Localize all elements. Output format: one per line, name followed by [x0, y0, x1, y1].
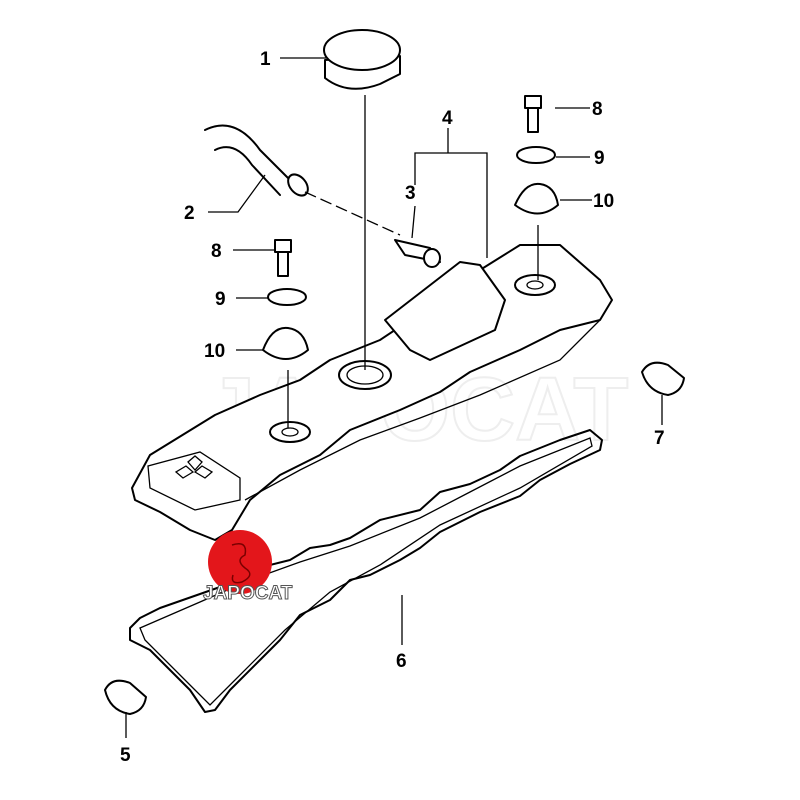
plug: [394, 239, 441, 268]
breather-hose: [204, 124, 401, 236]
bolt-right: [524, 95, 542, 133]
oil-filler-cap: [323, 29, 401, 370]
callout-10-left: 10: [204, 341, 225, 362]
callout-3: 3: [405, 183, 416, 204]
callout-4: 4: [442, 108, 453, 129]
callout-8-right: 8: [592, 99, 603, 120]
callout-2: 2: [184, 203, 195, 224]
callout-5: 5: [120, 745, 131, 766]
end-seal-7: [641, 361, 685, 396]
callout-10-right: 10: [593, 191, 614, 212]
callout-7: 7: [654, 428, 665, 449]
japocat-logo: JAPOCAT: [203, 530, 293, 605]
grommet-left: [262, 326, 309, 360]
callout-9-right: 9: [594, 148, 605, 169]
washer-left: [267, 288, 307, 306]
callout-1: 1: [260, 49, 271, 70]
svg-text:JAPOCAT: JAPOCAT: [203, 583, 293, 604]
callout-8-left: 8: [211, 241, 222, 262]
callout-6: 6: [396, 651, 407, 672]
grommet-right: [514, 182, 559, 215]
bolt-left: [274, 239, 292, 277]
cover-gasket: [129, 429, 603, 713]
washer-right: [516, 146, 556, 164]
brand-emblem: [174, 455, 214, 479]
end-seal-5: [104, 679, 147, 715]
callout-9-left: 9: [215, 289, 226, 310]
